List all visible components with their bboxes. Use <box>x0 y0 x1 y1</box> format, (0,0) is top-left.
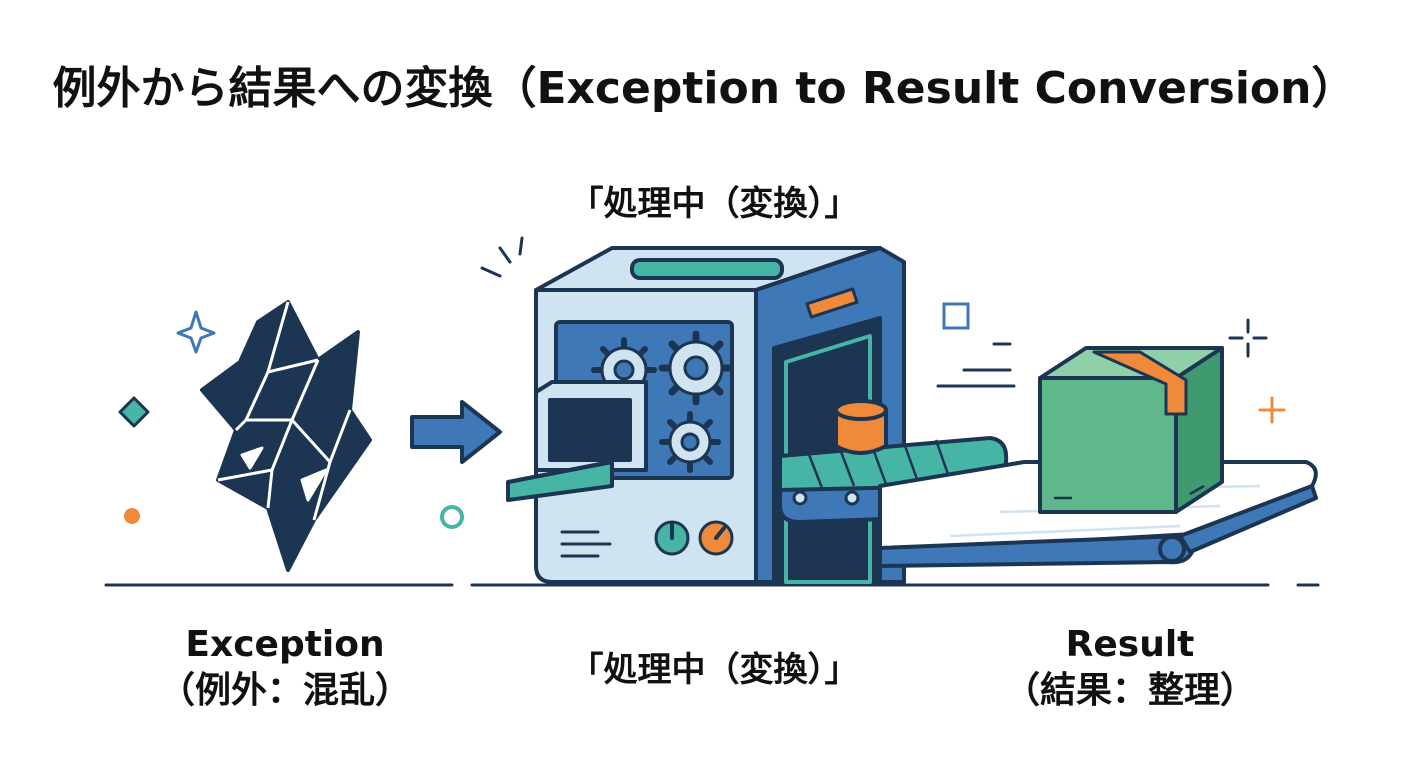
sparkle-icon <box>176 310 216 354</box>
box-icon <box>1038 346 1224 514</box>
exception-label: Exception （例外：混乱） <box>120 622 450 714</box>
motion-ticks <box>480 236 524 278</box>
control-panel <box>560 530 612 558</box>
result-name: Result <box>1065 624 1195 665</box>
plus-icon <box>1258 396 1286 424</box>
machine-label-top: 「処理中（変換）」 <box>569 184 859 224</box>
exception-subtitle: （例外：混乱） <box>158 670 411 711</box>
arrow-right-icon <box>410 400 502 464</box>
gear-icon <box>658 330 734 406</box>
diamond-icon <box>118 396 150 428</box>
processing-label: 「処理中（変換）」 <box>569 650 859 690</box>
motion-ticks-right <box>936 342 1016 388</box>
dot-icon <box>124 508 140 524</box>
sparkle-icon <box>1228 318 1268 358</box>
gear-icon <box>659 411 721 473</box>
dial-icon <box>654 520 734 556</box>
input-hopper <box>506 380 648 502</box>
exception-crystal-icon <box>200 300 372 572</box>
ring-icon <box>440 505 464 529</box>
result-label: Result （結果：整理） <box>960 622 1300 714</box>
cylinder-icon <box>834 399 888 455</box>
square-icon <box>942 302 970 330</box>
page-title: 例外から結果への変換（Exception to Result Conversio… <box>52 63 1356 114</box>
result-subtitle: （結果：整理） <box>1003 670 1256 711</box>
exception-name: Exception <box>185 624 385 665</box>
